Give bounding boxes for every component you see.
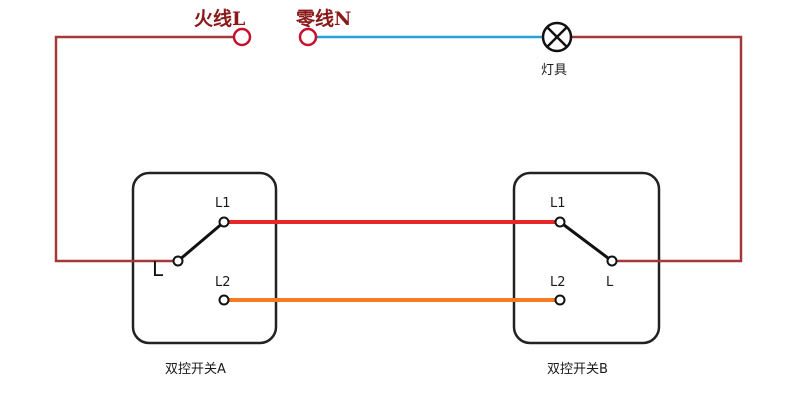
switch-a-l1-label: L1 <box>215 196 231 211</box>
lamp-label: 灯具 <box>541 63 567 78</box>
live-label: 火线L <box>194 7 245 30</box>
switch-b-l2-terminal <box>554 294 566 306</box>
switch-a-l1-terminal <box>218 216 230 228</box>
switch-a-l-terminal <box>172 255 184 267</box>
switch-a-lever <box>177 220 225 263</box>
switch-b-l1-terminal <box>554 216 566 228</box>
switch-b-l-terminal <box>606 255 618 267</box>
switch-a-l2-label: L2 <box>215 275 231 290</box>
live-wire <box>54 35 240 263</box>
switch-b-l2-label: L2 <box>550 275 566 290</box>
lamp-cross-icon <box>541 21 573 53</box>
switch-b-box <box>512 171 661 345</box>
switch-a-caption: 双控开关A <box>165 362 226 377</box>
neutral-terminal <box>298 27 318 47</box>
switch-a-l-label: L <box>152 257 164 281</box>
switch-b-l-label: L <box>606 275 614 290</box>
switch-a-l2-terminal <box>218 294 230 306</box>
switch-b-lever <box>559 220 613 263</box>
lamp-to-switch-b-wire <box>571 35 743 263</box>
neutral-label: 零线N <box>295 7 351 30</box>
live-terminal <box>232 27 252 47</box>
switch-b-caption: 双控开关B <box>547 362 608 377</box>
switch-b-l1-label: L1 <box>550 196 566 211</box>
